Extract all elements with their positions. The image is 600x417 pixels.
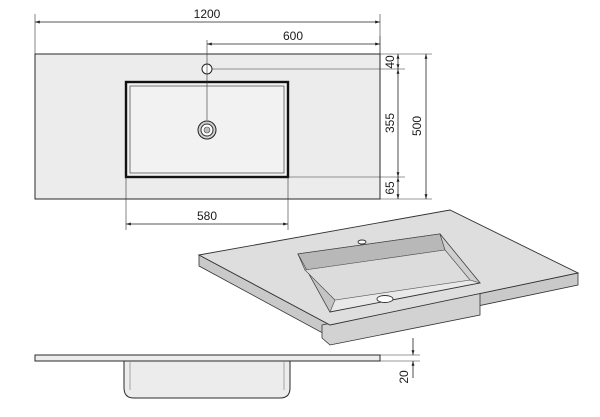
label-65: 65 — [383, 181, 397, 195]
label-355: 355 — [383, 113, 397, 133]
label-40: 40 — [383, 55, 397, 69]
dim-overall-depth: 500 — [410, 54, 428, 199]
label-20: 20 — [397, 370, 411, 384]
dim-tap-to-edge: 40 — [383, 54, 400, 69]
front-view — [34, 354, 381, 399]
iso-bowl-floor — [304, 249, 471, 301]
label-1200: 1200 — [194, 7, 221, 21]
iso-drain-icon — [376, 295, 394, 303]
dim-tap-offset: 600 — [207, 29, 381, 54]
dim-bowl-to-front: 65 — [383, 177, 400, 199]
top-view — [34, 40, 381, 200]
dim-overall-width: 1200 — [34, 7, 381, 54]
dim-slab-thickness: 20 — [380, 338, 420, 384]
dim-bowl-depth: 355 — [383, 69, 400, 177]
drain-icon — [197, 120, 217, 140]
label-580: 580 — [197, 209, 217, 223]
label-500: 500 — [410, 116, 424, 136]
dim-bowl-width: 580 — [125, 177, 289, 230]
label-600: 600 — [283, 29, 303, 43]
iso-tap-hole-icon — [357, 239, 367, 245]
front-bowl — [123, 360, 291, 399]
dim-right-extensions — [212, 53, 432, 200]
isometric-view — [197, 209, 580, 346]
front-slab — [34, 354, 381, 362]
